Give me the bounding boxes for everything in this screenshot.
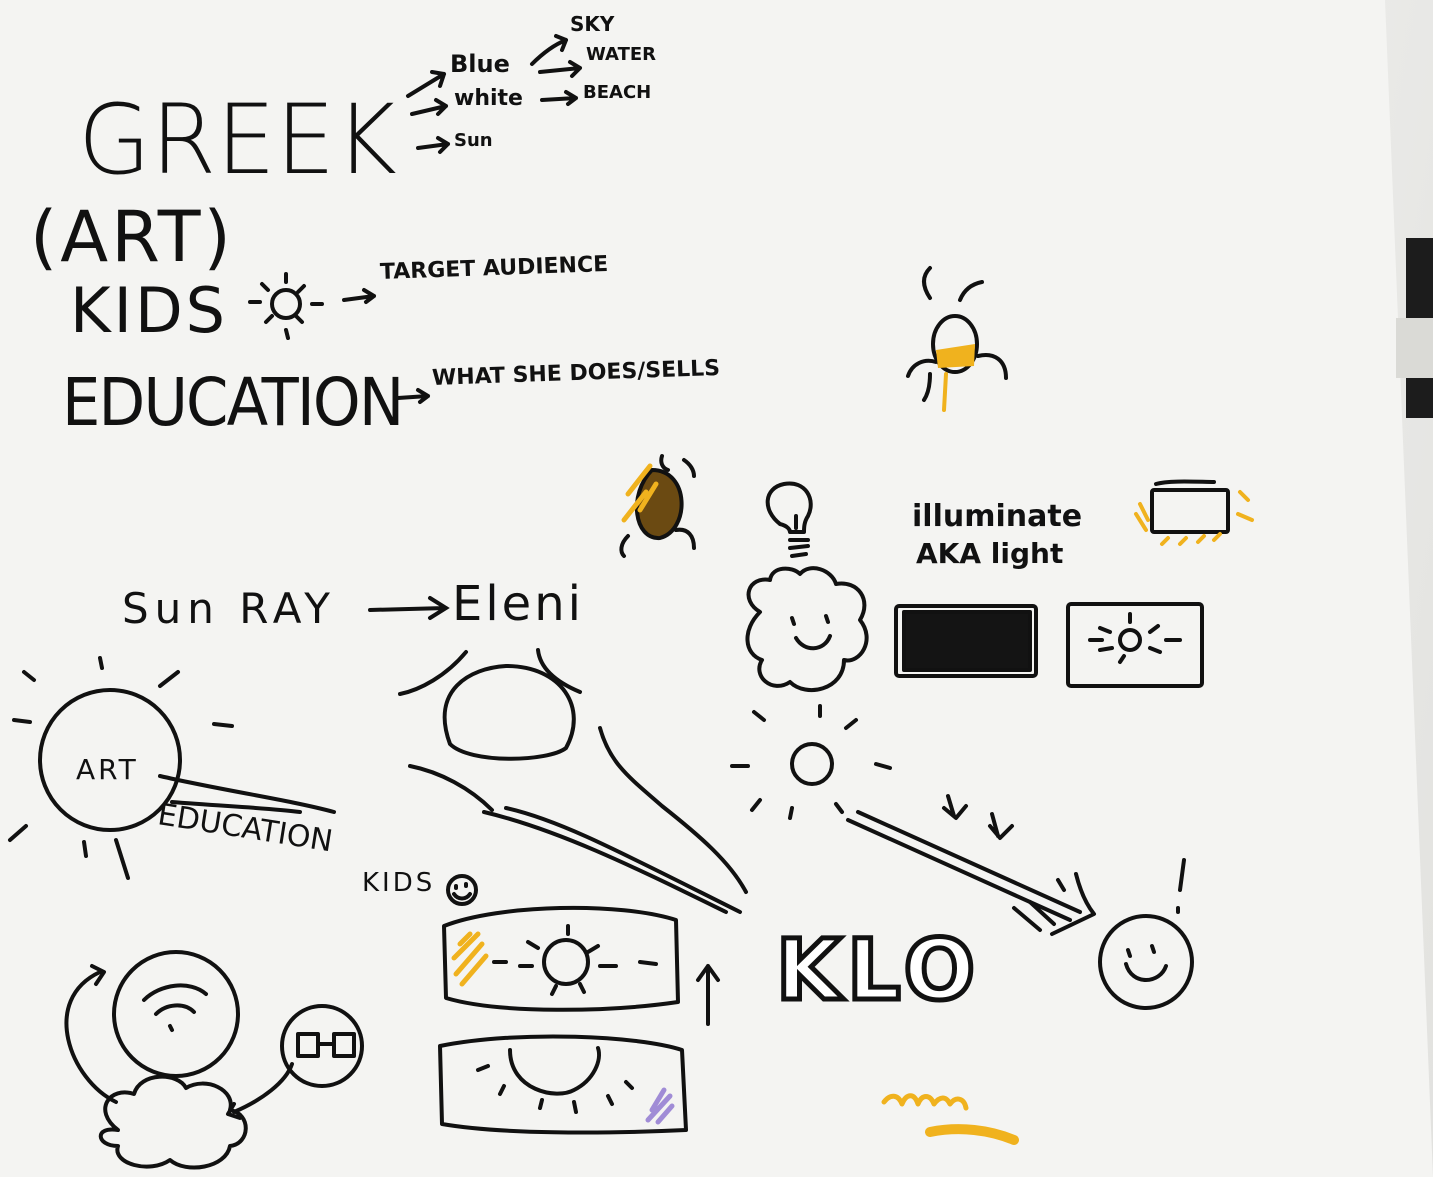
arch-sun-logo [398, 648, 748, 914]
label-education: EDUCATION [62, 364, 404, 441]
label-sun: Sun [454, 130, 493, 151]
yellow-scribble [881, 1093, 969, 1111]
label-kids: KIDS [70, 274, 229, 347]
rectangle-sun-sketch [1066, 602, 1204, 688]
banner-sun-bottom [438, 1034, 688, 1135]
small-rectangle-sketch [1150, 479, 1230, 534]
lightbulb-icon [765, 481, 813, 558]
small-sun-sketch [730, 704, 1096, 936]
cycle-diagram [64, 950, 364, 1170]
up-arrow-icon [696, 964, 720, 1026]
label-aka-light: AKA light [916, 537, 1064, 570]
label-sun-ray: Sun RAY [122, 584, 336, 633]
kids-smiley-icon [446, 874, 478, 906]
label-white: white [454, 86, 523, 111]
dark-sun-fill [634, 468, 684, 541]
face-sketch [745, 566, 869, 692]
title-greek: GREEK [78, 84, 397, 196]
label-sky: SKY [570, 12, 615, 36]
arrow-icon [368, 596, 450, 620]
label-water: WATER [586, 44, 657, 65]
label-art: (ART) [30, 196, 234, 278]
label-blue: Blue [450, 50, 510, 78]
smiley-face-sketch [1098, 858, 1194, 1010]
big-sun-art [8, 656, 336, 880]
label-kids-small: KIDS [362, 868, 436, 898]
dark-rectangle-sketch [894, 604, 1038, 678]
arrow-icon [342, 288, 376, 304]
label-illuminate: illuminate [912, 499, 1083, 534]
label-beach: BEACH [583, 82, 652, 103]
highlight-fill [936, 344, 975, 368]
arrow-icon [396, 388, 430, 404]
label-art-in-sun: ART [76, 753, 139, 786]
arrow-icon [406, 34, 582, 154]
sun-icon [248, 272, 324, 340]
sun-logo-sketch-1 [906, 266, 1008, 402]
sun-logo-sketch-2 [619, 454, 696, 558]
label-klo: KLO [773, 921, 982, 1019]
banner-sun-top [442, 905, 680, 1012]
yellow-scribble [925, 1124, 1019, 1145]
label-eleni: Eleni [452, 576, 584, 632]
wall-strip-light [1396, 318, 1433, 378]
